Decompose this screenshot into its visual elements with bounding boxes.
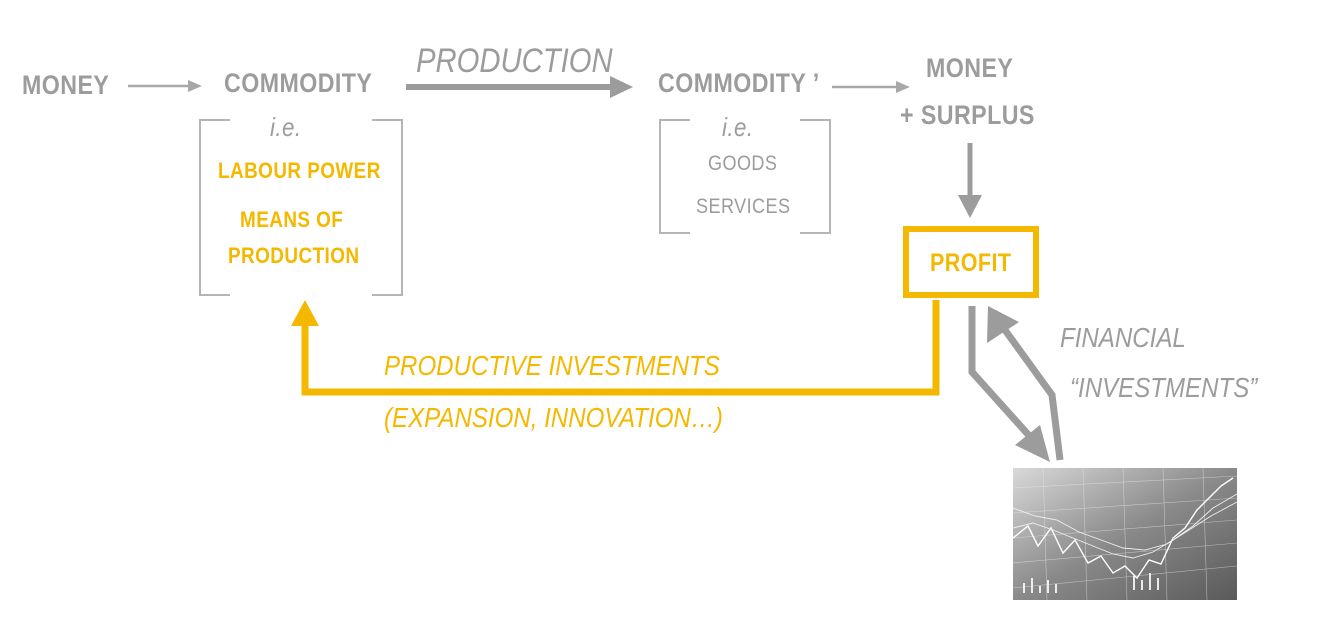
arrow-market-to-profit <box>987 306 1064 461</box>
productive-investments-label: PRODUCTIVE INVESTMENTS <box>384 350 720 381</box>
financial-label-line1: FINANCIAL <box>1060 322 1186 353</box>
services-item: SERVICES <box>696 195 791 218</box>
node-commodity-prime: COMMODITY ’ <box>658 68 820 98</box>
stock-chart-image <box>1013 468 1237 600</box>
arrow-production <box>406 76 633 98</box>
goods-item: GOODS <box>708 152 778 175</box>
commodity-means-line1: MEANS OF <box>240 207 344 232</box>
node-commodity: COMMODITY <box>224 68 373 98</box>
productive-investments-examples: (EXPANSION, INNOVATION…) <box>384 402 723 433</box>
commodity-labour-power: LABOUR POWER <box>218 158 381 183</box>
node-money: MONEY <box>22 70 110 100</box>
arrow-surplus-to-profit <box>958 143 982 218</box>
commodity-ie: i.e. <box>270 112 302 142</box>
arrow-commodity-to-money <box>832 81 910 93</box>
profit-box <box>903 226 1039 298</box>
node-profit: PROFIT <box>930 249 1012 277</box>
commodity-bracket <box>199 119 403 296</box>
arrow-money-to-commodity <box>128 80 202 92</box>
arrow-profit-to-market <box>968 306 1050 462</box>
arrow-productive-investments <box>291 300 940 396</box>
financial-label-line2: “INVESTMENTS” <box>1070 372 1258 403</box>
label-production: PRODUCTION <box>416 42 613 80</box>
node-surplus: + SURPLUS <box>900 100 1035 130</box>
node-money-2: MONEY <box>926 53 1014 83</box>
goods-bracket <box>659 119 831 234</box>
goods-ie: i.e. <box>722 112 754 142</box>
commodity-means-line2: PRODUCTION <box>228 243 360 268</box>
